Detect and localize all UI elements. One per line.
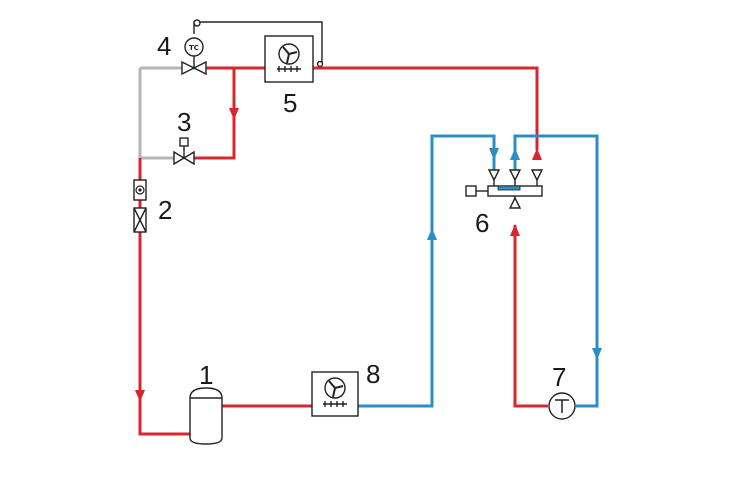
hot-lines [138, 66, 548, 436]
sight-glass [133, 179, 147, 201]
arrow-hot-up-6 [510, 224, 520, 236]
label-sight-glass-filter: 2 [158, 195, 172, 225]
mixing-valve [465, 169, 544, 209]
arrow-hot-down-receiver [135, 390, 145, 402]
label-pump: 7 [552, 362, 566, 392]
label-mixing-valve: 6 [475, 208, 489, 238]
condenser-fan-unit [264, 35, 314, 83]
arrow-cold-down-left [489, 148, 499, 160]
label-condenser-fan: 5 [283, 88, 297, 118]
filter-drier [133, 207, 147, 233]
thermostatic-valve: TC [181, 37, 207, 76]
label-thermostatic-valve: 4 [157, 31, 171, 61]
flow-arrows [135, 108, 602, 402]
arrow-cold-up [427, 228, 437, 240]
label-solenoid-valve: 3 [177, 107, 191, 137]
arrow-hot-up-top [532, 148, 542, 160]
control-lines [193, 19, 324, 68]
receiver-tank [189, 387, 223, 445]
solenoid-valve [173, 137, 195, 166]
label-evaporator-fan: 8 [366, 359, 380, 389]
arrow-cold-up-mid [510, 148, 520, 160]
label-receiver: 1 [199, 360, 213, 390]
pump [548, 392, 576, 420]
evaporator-fan-unit [311, 371, 359, 417]
thermostat-label: TC [189, 44, 199, 52]
arrow-hot-down-5 [229, 108, 239, 120]
arrow-cold-down-right [592, 348, 602, 360]
cold-lines [358, 134, 599, 408]
